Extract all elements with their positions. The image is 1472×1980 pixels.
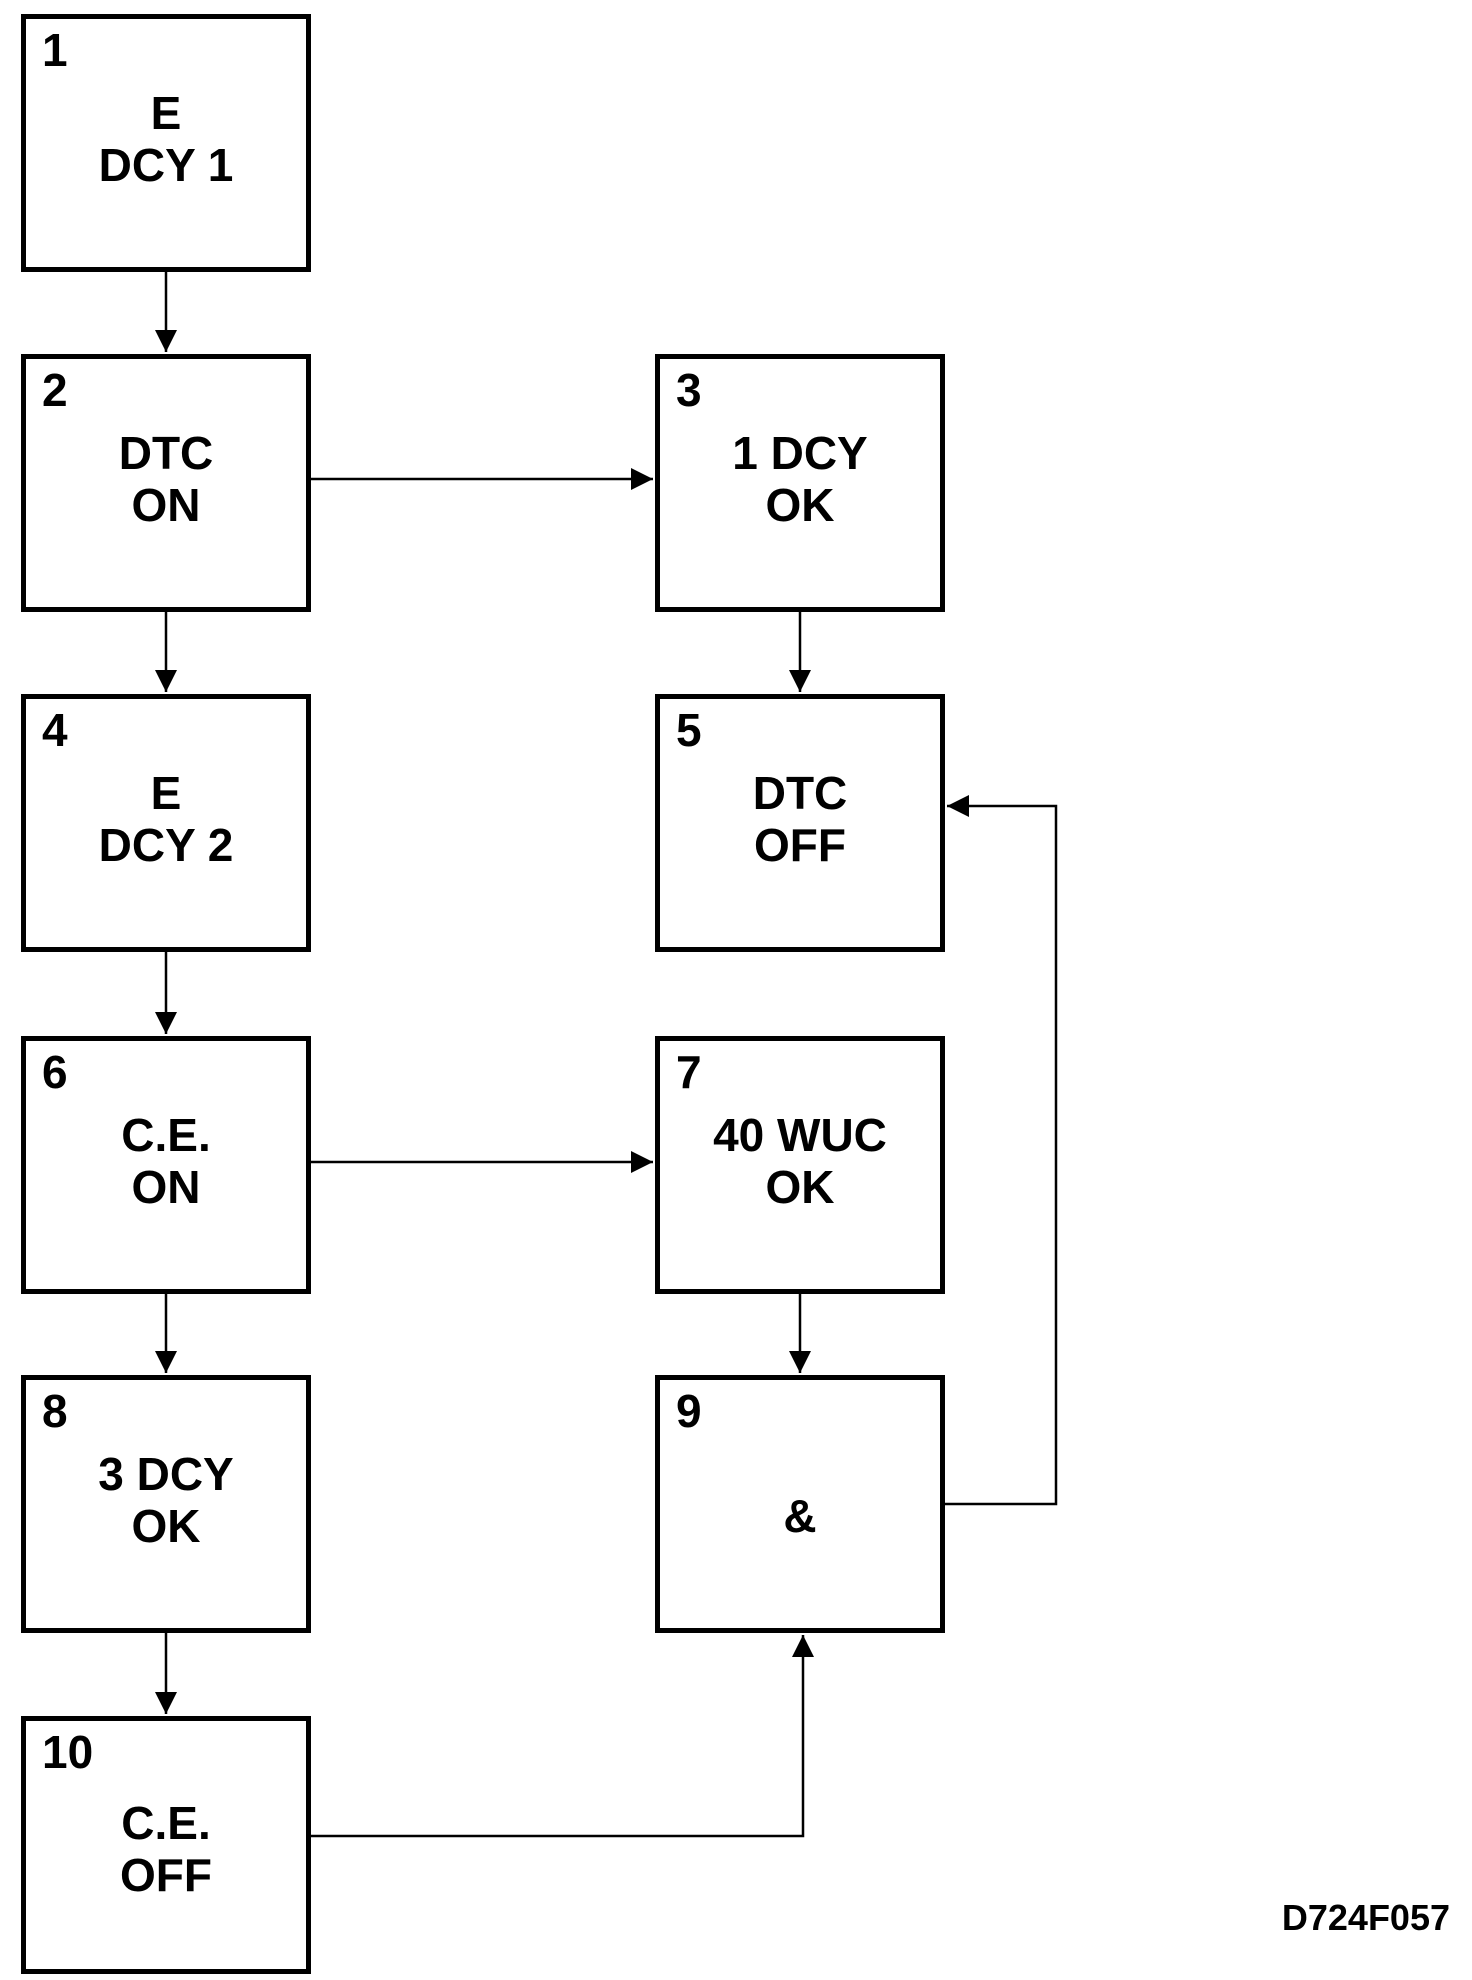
step-label: DTC ON — [26, 427, 306, 531]
step-label: DTC OFF — [660, 767, 940, 871]
step-box-7: 7 40 WUC OK — [655, 1036, 945, 1294]
step-label: C.E. ON — [26, 1109, 306, 1213]
step-label-line: 1 DCY — [732, 427, 868, 479]
step-label-line: & — [783, 1490, 817, 1542]
step-number: 2 — [42, 364, 68, 416]
step-box-3: 3 1 DCY OK — [655, 354, 945, 612]
step-label-line: E — [150, 87, 182, 139]
step-label-line: OFF — [754, 819, 846, 871]
step-label-line: OK — [131, 1500, 201, 1552]
arrow-10-to-9 — [311, 1635, 814, 1838]
step-label-line: C.E. — [121, 1797, 211, 1849]
step-box-4: 4 E DCY 2 — [21, 694, 311, 952]
step-box-8: 8 3 DCY OK — [21, 1375, 311, 1633]
arrow-9-to-5 — [945, 795, 1058, 1506]
step-number: 7 — [676, 1046, 702, 1098]
step-label: 1 DCY OK — [660, 427, 940, 531]
step-label-line: C.E. — [121, 1109, 211, 1161]
step-label-line: 3 DCY — [98, 1448, 234, 1500]
step-number: 5 — [676, 704, 702, 756]
step-box-1: 1 E DCY 1 — [21, 14, 311, 272]
step-label-line: OK — [765, 1161, 835, 1213]
figure-id: D724F057 — [1281, 1897, 1450, 1938]
step-label-line: OFF — [120, 1849, 212, 1901]
step-number: 1 — [42, 24, 68, 76]
step-label-line: E — [150, 767, 182, 819]
step-label: E DCY 2 — [26, 767, 306, 871]
step-label-line: DCY 2 — [98, 819, 234, 871]
step-label-line: DTC — [118, 427, 214, 479]
step-box-5: 5 DTC OFF — [655, 694, 945, 952]
step-label: & — [660, 1490, 940, 1542]
step-label: E DCY 1 — [26, 87, 306, 191]
step-number: 3 — [676, 364, 702, 416]
step-number: 10 — [42, 1726, 94, 1778]
step-label: 3 DCY OK — [26, 1448, 306, 1552]
step-label-line: OK — [765, 479, 835, 531]
step-box-9: 9 & — [655, 1375, 945, 1633]
step-box-6: 6 C.E. ON — [21, 1036, 311, 1294]
step-number: 6 — [42, 1046, 68, 1098]
step-box-2: 2 DTC ON — [21, 354, 311, 612]
step-label-line: ON — [131, 1161, 201, 1213]
step-number: 9 — [676, 1385, 702, 1437]
step-label: C.E. OFF — [26, 1797, 306, 1901]
step-label-line: DTC — [752, 767, 848, 819]
step-label-line: 40 WUC — [713, 1109, 887, 1161]
step-box-10: 10 C.E. OFF — [21, 1716, 311, 1974]
step-label-line: DCY 1 — [98, 139, 234, 191]
step-number: 8 — [42, 1385, 68, 1437]
step-label: 40 WUC OK — [660, 1109, 940, 1213]
step-label-line: ON — [131, 479, 201, 531]
step-number: 4 — [42, 704, 68, 756]
